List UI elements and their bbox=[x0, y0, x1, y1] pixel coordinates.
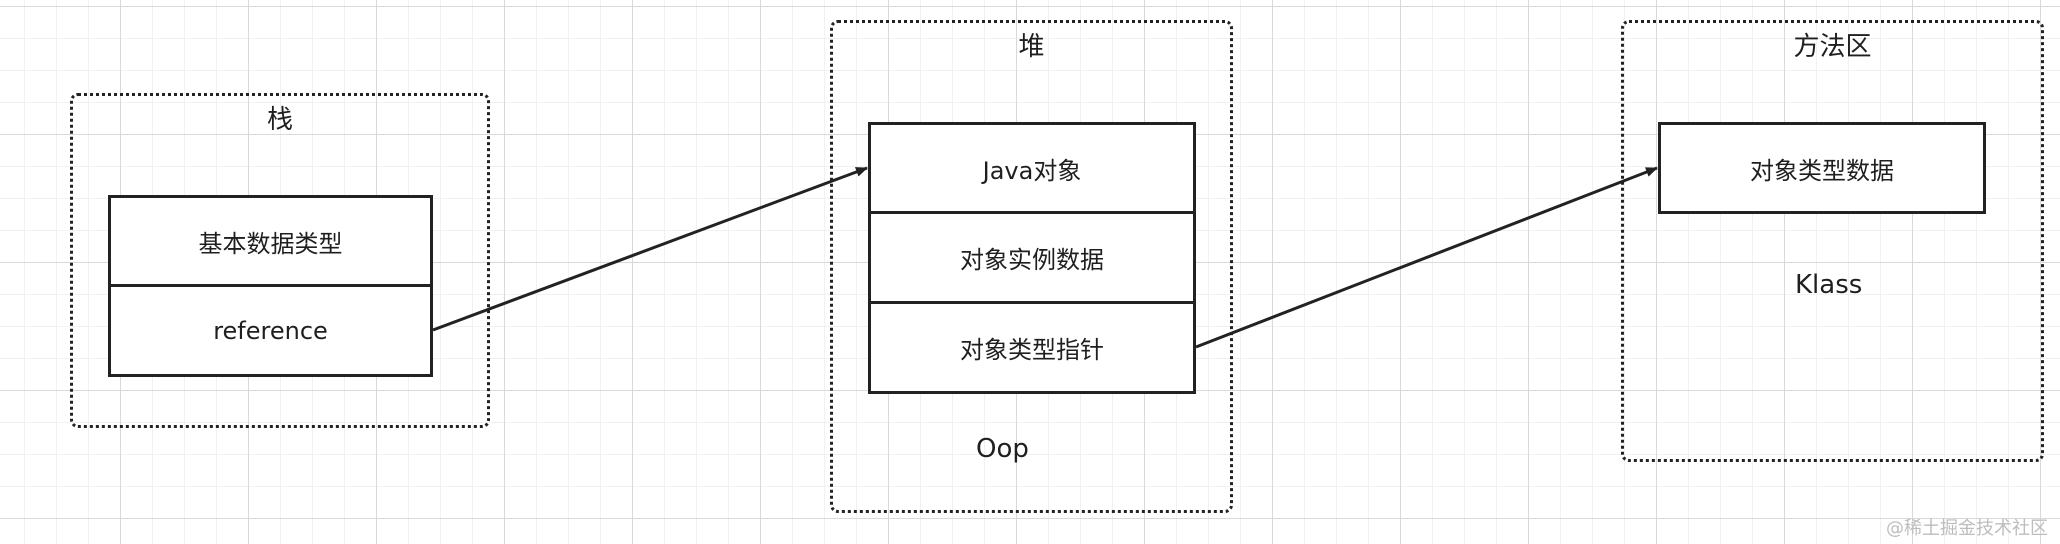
heap-field-java-object: Java对象 bbox=[868, 122, 1196, 214]
type-pointer-to-type-data-arrow bbox=[1195, 166, 1658, 349]
method-area-field-type-data: 对象类型数据 bbox=[1658, 122, 1986, 214]
method-area-container: 方法区 bbox=[1621, 20, 2044, 462]
heap-field-instance-data: 对象实例数据 bbox=[868, 211, 1196, 304]
reference-to-java-object-arrow bbox=[432, 166, 868, 332]
heap-field-type-pointer: 对象类型指针 bbox=[868, 301, 1196, 394]
stack-container: 栈 bbox=[70, 93, 490, 428]
heap-title: 堆 bbox=[1018, 32, 1045, 62]
heap-label-oop: Oop bbox=[976, 434, 1029, 464]
heap-container: 堆 bbox=[830, 20, 1233, 513]
stack-title: 栈 bbox=[266, 105, 293, 135]
watermark: @稀土掘金技术社区 bbox=[1886, 518, 2048, 539]
stack-field-reference: reference bbox=[108, 284, 433, 377]
method-area-title: 方法区 bbox=[1793, 32, 1872, 62]
method-area-label-klass: Klass bbox=[1795, 270, 1863, 300]
stack-field-primitive-types: 基本数据类型 bbox=[108, 195, 433, 287]
